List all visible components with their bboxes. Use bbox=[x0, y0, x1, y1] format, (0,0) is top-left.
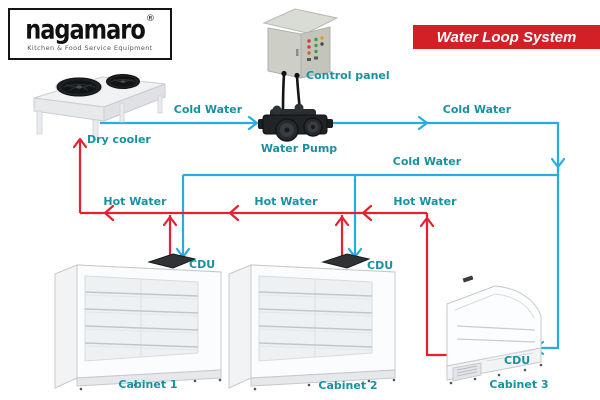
control-panel-art bbox=[262, 8, 339, 112]
brand-name: nagamaro bbox=[25, 13, 146, 45]
cdu-label-2: CDU bbox=[367, 259, 394, 272]
cold-water-label-2: Cold Water bbox=[442, 103, 512, 116]
brand-logo: nagamaro ® Kitchen & Food Service Equipm… bbox=[8, 8, 172, 60]
water-pump-art bbox=[258, 103, 333, 142]
cold-water-label-1: Cold Water bbox=[173, 103, 243, 116]
cold-water-pipes bbox=[100, 115, 566, 356]
brand-tagline: Kitchen & Food Service Equipment bbox=[27, 43, 153, 52]
hot-water-label-2: Hot Water bbox=[254, 195, 318, 208]
fan-icon bbox=[55, 77, 103, 97]
page-title: Water Loop System bbox=[413, 25, 600, 49]
cdu-label-3: CDU bbox=[504, 354, 531, 367]
cdu-label-1: CDU bbox=[189, 258, 216, 271]
control-panel-label: Control panel bbox=[306, 69, 390, 82]
fan-icon bbox=[105, 73, 141, 90]
dry-cooler-art bbox=[33, 73, 166, 141]
cabinet-2-label: Cabinet 2 bbox=[318, 379, 378, 392]
cabinet-3-art bbox=[446, 275, 543, 385]
cabinet-2-art bbox=[228, 253, 396, 391]
hot-water-label-3: Hot Water bbox=[393, 195, 457, 208]
indicator-lights-icon bbox=[307, 36, 324, 61]
cdu-1-box bbox=[147, 253, 197, 269]
dry-cooler-label: Dry cooler bbox=[87, 133, 151, 146]
cabinet-3-label: Cabinet 3 bbox=[489, 378, 549, 391]
cabinet-1-art bbox=[54, 253, 222, 391]
registered-mark: ® bbox=[145, 13, 155, 24]
cabinet-1-label: Cabinet 1 bbox=[118, 378, 178, 391]
cdu-2-box bbox=[321, 253, 371, 269]
cold-water-label-3: Cold Water bbox=[392, 155, 462, 168]
hot-water-label-1: Hot Water bbox=[103, 195, 167, 208]
water-pump-label: Water Pump bbox=[260, 142, 338, 155]
